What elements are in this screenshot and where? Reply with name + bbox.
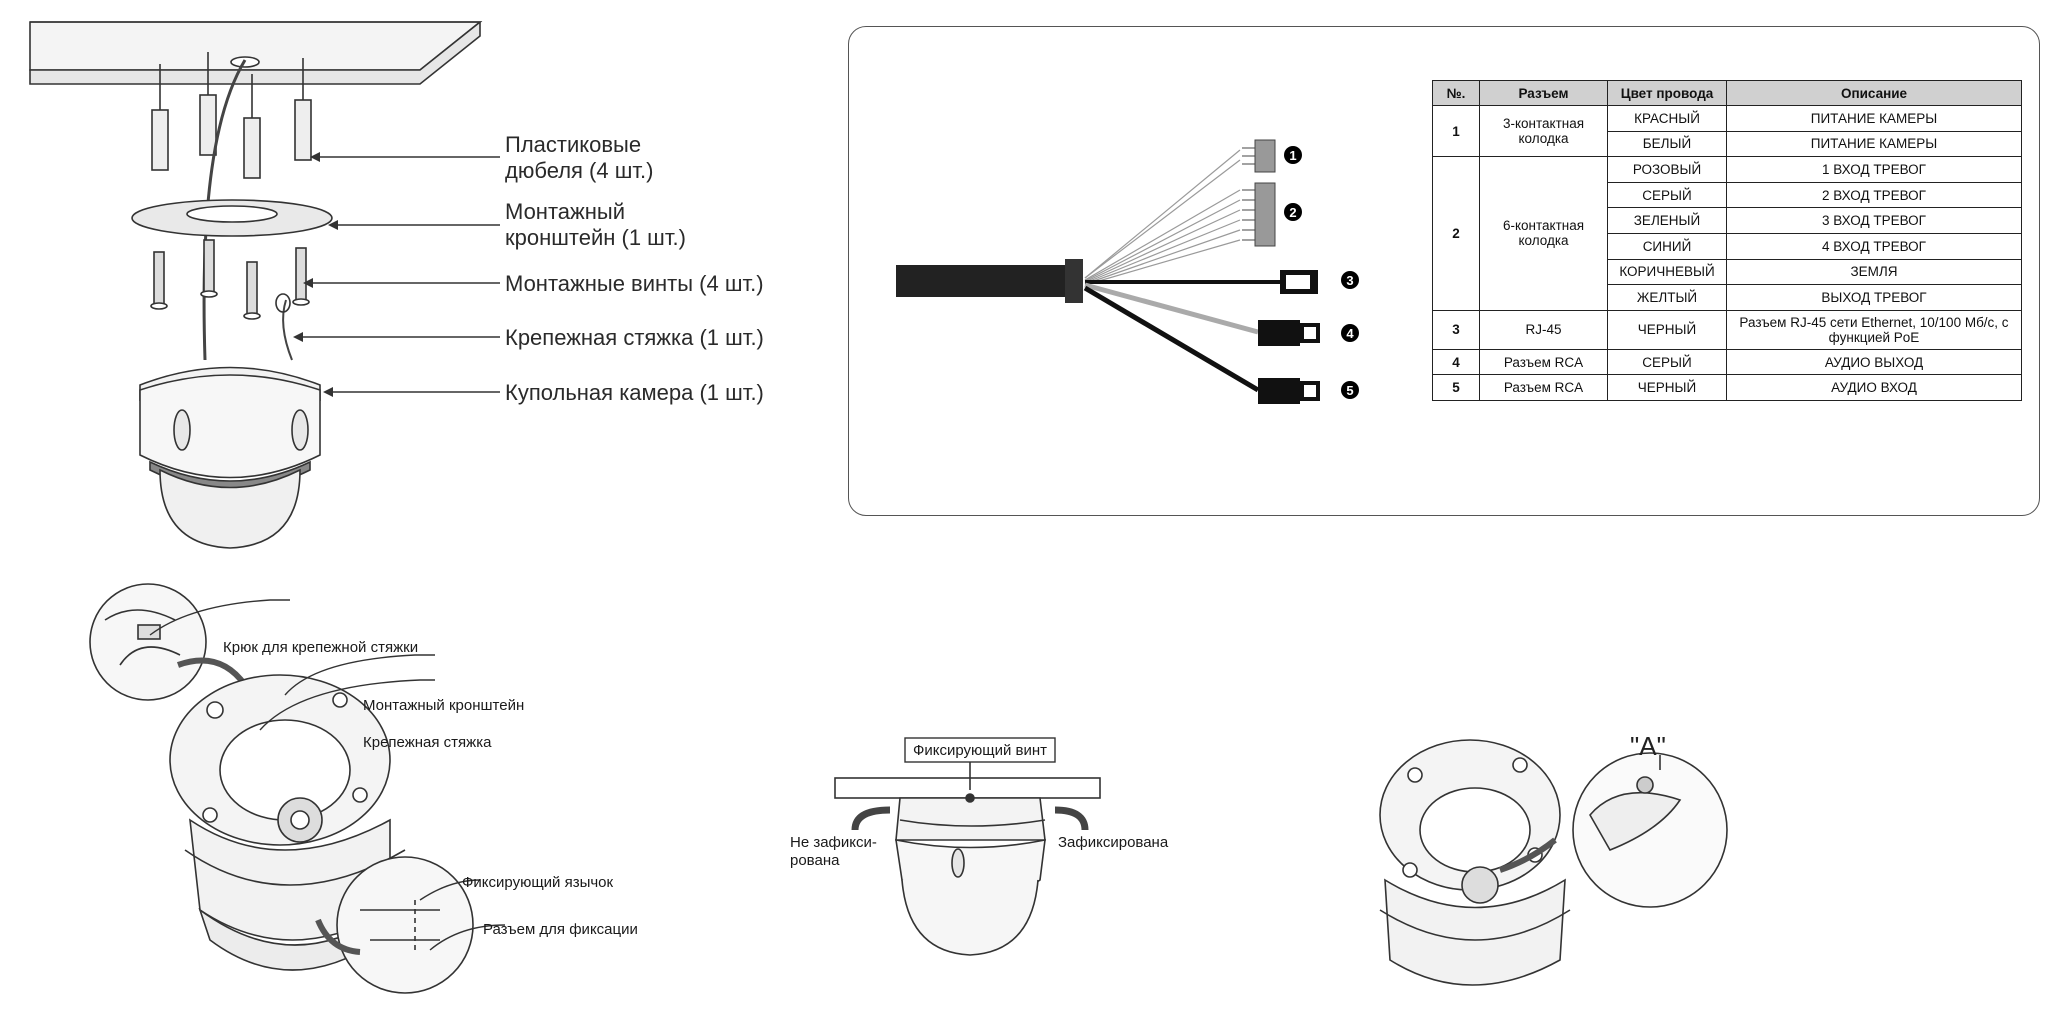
connector-4-rca — [1258, 320, 1320, 346]
table-row: 3 RJ-45 ЧЕРНЫЙ Разъем RJ-45 сети Etherne… — [1432, 309, 2022, 350]
screw-label-box — [904, 737, 1056, 763]
wire-description: ПИТАНИЕ КАМЕРЫ — [1726, 105, 2022, 132]
table-row: 1 3-контактная колодка КРАСНЫЙ ПИТАНИЕ К… — [1432, 104, 2022, 158]
label-safety-wire: Крепежная стяжка — [363, 734, 492, 751]
label-dowels-1: Пластиковые — [505, 132, 641, 157]
safety-wire — [282, 299, 293, 361]
label-dome-camera: Купольная камера (1 шт.) — [505, 380, 764, 405]
wire-color: КРАСНЫЙ — [1607, 105, 1727, 132]
wire-color: СЕРЫЙ — [1607, 348, 1727, 376]
wire-color: РОЗОВЫЙ — [1607, 156, 1727, 183]
wire-description: 3 ВХОД ТРЕВОГ — [1726, 207, 2022, 234]
wire-color: СИНИЙ — [1607, 232, 1727, 260]
group-num: 5 — [1432, 374, 1480, 401]
wire-description: ВЫХОД ТРЕВОГ — [1726, 284, 2022, 311]
fixing-screw-diagram: Фиксирующий винт Не зафикси- рована Зафи… — [790, 737, 1169, 956]
group-connector: 6-контактная колодка — [1479, 156, 1608, 311]
connector-2-block — [1254, 182, 1276, 247]
group-num: 2 — [1432, 156, 1480, 311]
wire-description: 4 ВХОД ТРЕВОГ — [1726, 232, 2022, 260]
table-row: 5 Разъем RCA ЧЕРНЫЙ АУДИО ВХОД — [1432, 374, 2022, 401]
mounting-exploded-diagram: Пластиковые дюбеля (4 шт.) Монтажный кро… — [29, 21, 764, 549]
marker-1: 1 — [1289, 148, 1296, 163]
table-row: ЗЕЛЕНЫЙ 3 ВХОД ТРЕВОГ — [1433, 207, 2022, 234]
label-bracket-1: Монтажный — [505, 199, 625, 224]
connector-1-block — [1254, 139, 1276, 173]
wire-color: ЗЕЛЕНЫЙ — [1607, 207, 1727, 234]
bracket-installation-diagram: Крюк для крепежной стяжки Монтажный крон… — [89, 583, 638, 994]
label-unlocked-2: рована — [790, 852, 840, 869]
group-connector: Разъем RCA — [1479, 348, 1608, 376]
plastic-dowels — [151, 52, 312, 179]
label-fixing-screw: Фиксирующий винт — [913, 742, 1047, 759]
table-row: 4 Разъем RCA СЕРЫЙ АУДИО ВЫХОД — [1432, 348, 2022, 376]
group-num: 4 — [1432, 348, 1480, 376]
marker-3: 3 — [1346, 273, 1353, 288]
wire-color: КОРИЧНЕВЫЙ — [1607, 258, 1727, 286]
marker-2: 2 — [1289, 205, 1296, 220]
label-locked: Зафиксирована — [1058, 834, 1169, 851]
detail-a-diagram: "A" — [1379, 731, 1728, 986]
group-num: 1 — [1432, 104, 1480, 158]
tab-detail-circle — [336, 856, 474, 994]
mounting-screws — [150, 239, 310, 320]
wire-description: ПИТАНИЕ КАМЕРЫ — [1726, 130, 2022, 158]
wire-description: Разъем RJ-45 сети Ethernet, 10/100 Мб/с,… — [1726, 309, 2022, 350]
label-hook: Крюк для крепежной стяжки — [223, 639, 418, 656]
wire-color: ЖЕЛТЫЙ — [1607, 284, 1727, 311]
label-locking-slot: Разъем для фиксации — [483, 921, 638, 938]
wire-description: 1 ВХОД ТРЕВОГ — [1726, 156, 2022, 183]
wire-description: АУДИО ВХОД — [1726, 374, 2022, 401]
table-row: 2 6-контактная колодка РОЗОВЫЙ 1 ВХОД ТР… — [1432, 156, 2022, 311]
header-connector: Разъем — [1479, 80, 1608, 106]
table-row: КОРИЧНЕВЫЙ ЗЕМЛЯ — [1433, 258, 2022, 286]
wire-color: ЧЕРНЫЙ — [1607, 309, 1727, 350]
group-connector: RJ-45 — [1479, 309, 1608, 350]
group-num: 3 — [1432, 309, 1480, 350]
wire-color: СЕРЫЙ — [1607, 181, 1727, 209]
wire-description: ЗЕМЛЯ — [1726, 258, 2022, 286]
wire-color: БЕЛЫЙ — [1607, 130, 1727, 158]
group-connector: 3-контактная колодка — [1479, 104, 1608, 158]
label-bracket-2: кронштейн (1 шт.) — [505, 225, 686, 250]
wire-table: №. Разъем Цвет провода Описание 1 3-конт… — [1432, 80, 2022, 401]
label-safety-wire: Крепежная стяжка (1 шт.) — [505, 325, 764, 350]
label-dowels-2: дюбеля (4 шт.) — [505, 158, 653, 183]
connector-5-rca — [1258, 378, 1320, 404]
label-locking-tab: Фиксирующий язычок — [462, 874, 614, 891]
label-screws: Монтажные винты (4 шт.) — [505, 271, 764, 296]
wire-description: 2 ВХОД ТРЕВОГ — [1726, 181, 2022, 209]
marker-4: 4 — [1346, 326, 1354, 341]
table-row: СЕРЫЙ 2 ВХОД ТРЕВОГ — [1433, 181, 2022, 209]
wire-description: АУДИО ВЫХОД — [1726, 348, 2022, 376]
dome-camera — [139, 366, 321, 549]
cable-diagram: 1 2 3 4 5 — [896, 139, 1359, 404]
group-connector: Разъем RCA — [1479, 374, 1608, 401]
wire-table-header: №. Разъем Цвет провода Описание — [1432, 80, 2022, 106]
wire-color: ЧЕРНЫЙ — [1607, 374, 1727, 401]
header-num: №. — [1432, 80, 1480, 106]
label-unlocked-1: Не зафикси- — [790, 834, 877, 851]
label-detail-a: "A" — [1630, 731, 1666, 761]
hook-detail-circle — [89, 583, 207, 701]
label-bracket: Монтажный кронштейн — [363, 697, 524, 714]
marker-5: 5 — [1346, 383, 1353, 398]
header-description: Описание — [1726, 80, 2022, 106]
header-color: Цвет провода — [1607, 80, 1727, 106]
